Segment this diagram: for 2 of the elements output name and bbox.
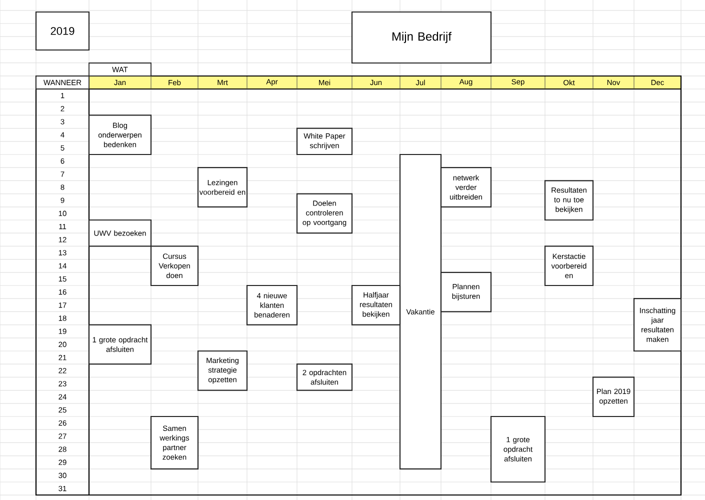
title-box: Mijn Bedrijf [351, 11, 492, 64]
year-box: 2019 [35, 11, 90, 51]
